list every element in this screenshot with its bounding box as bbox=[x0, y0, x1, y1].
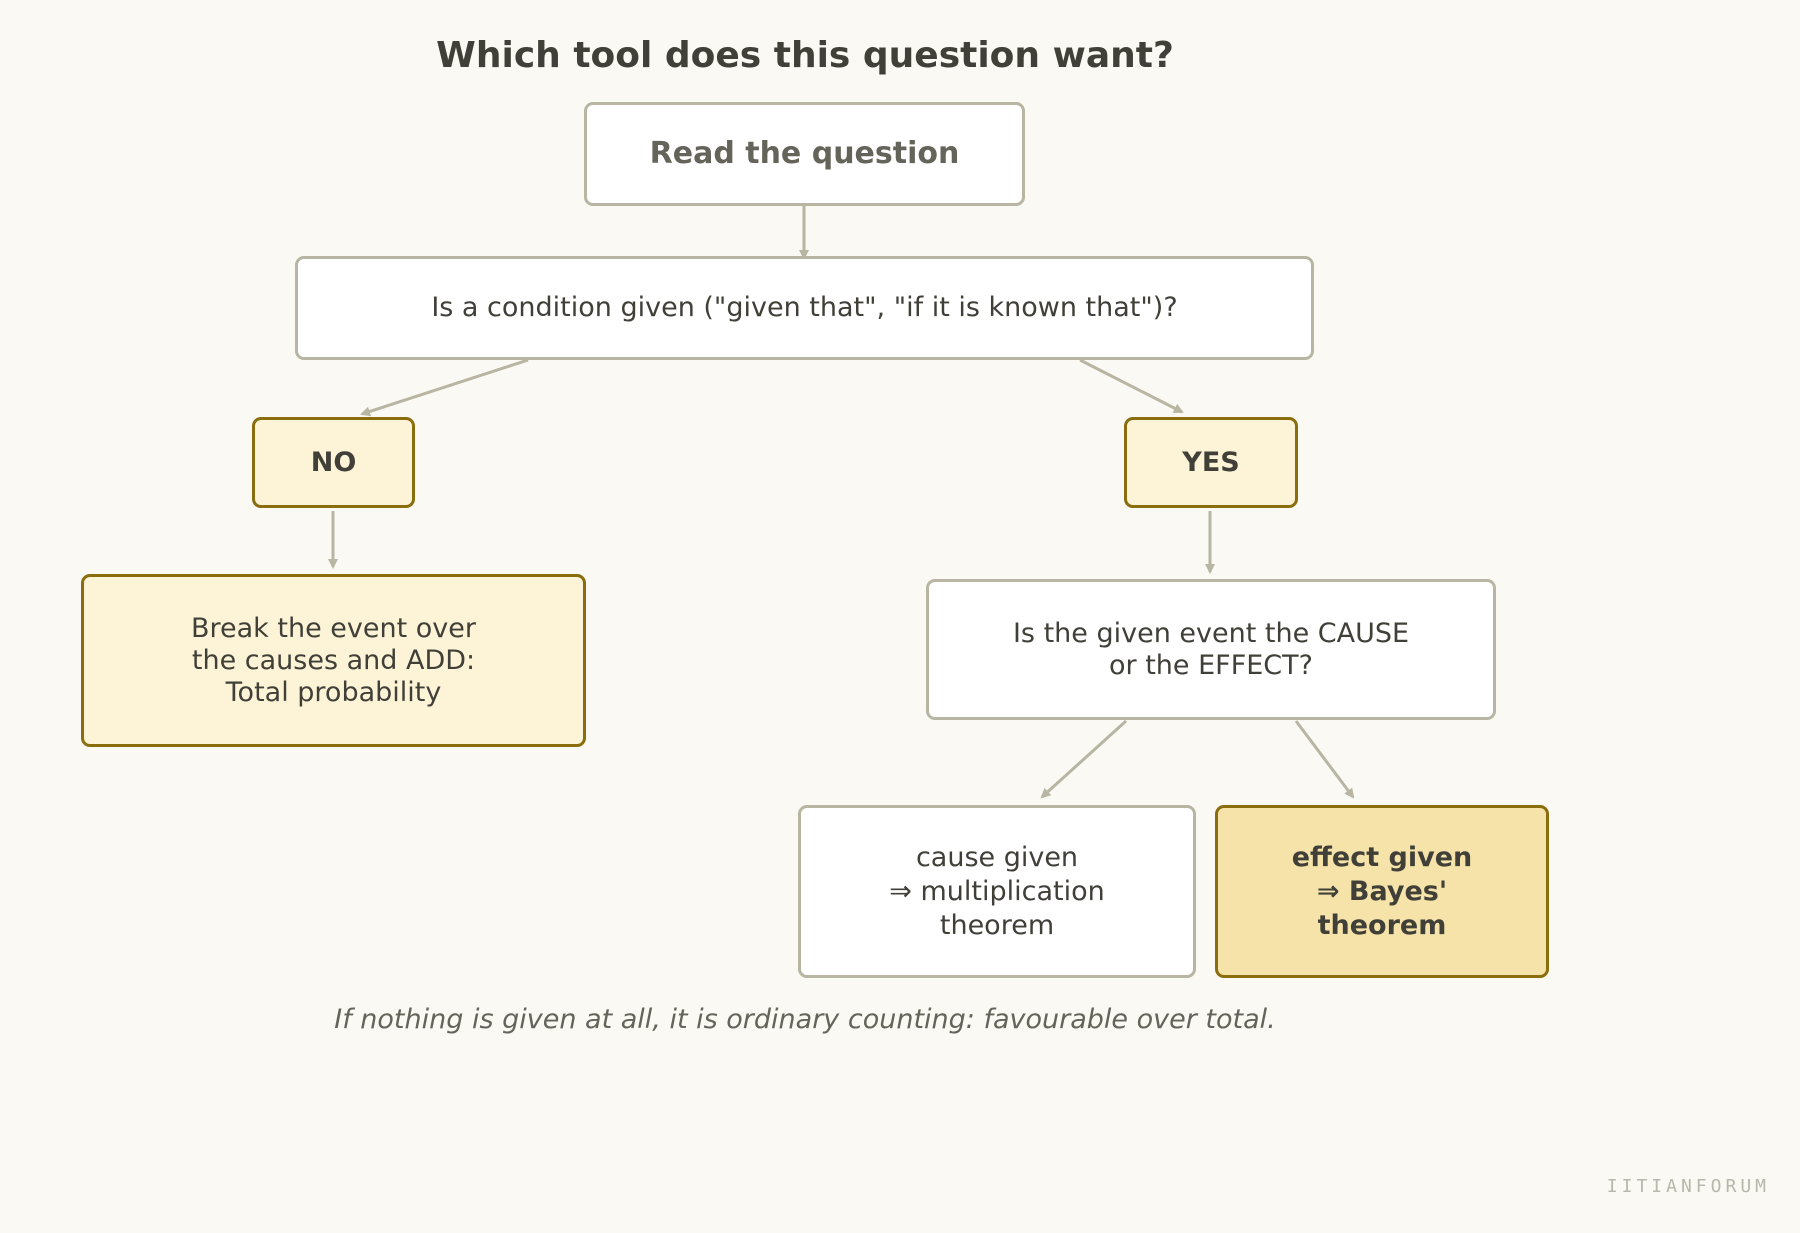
footnote: If nothing is given at all, it is ordina… bbox=[334, 1004, 1276, 1035]
edge-cause-effect-to-multiplication bbox=[1040, 719, 1128, 799]
edge-condition-to-no bbox=[360, 358, 529, 417]
start-node: Read the question bbox=[584, 102, 1025, 206]
condition-question-node: Is a condition given ("given that", "if … bbox=[295, 256, 1314, 360]
multiplication-theorem-node: cause given ⇒ multiplication theorem bbox=[798, 805, 1196, 978]
edge-cause-effect-to-bayes bbox=[1294, 720, 1355, 799]
edge-condition-to-yes bbox=[1079, 358, 1184, 414]
yes-branch-label: YES bbox=[1124, 417, 1298, 508]
no-branch-label: NO bbox=[252, 417, 415, 508]
total-probability-node: Break the event over the causes and ADD:… bbox=[81, 574, 586, 747]
bayes-theorem-node: effect given ⇒ Bayes' theorem bbox=[1215, 805, 1549, 978]
diagram-title: Which tool does this question want? bbox=[436, 35, 1174, 76]
watermark: IITIANFORUM bbox=[1606, 1176, 1770, 1197]
cause-effect-question-node: Is the given event the CAUSE or the EFFE… bbox=[926, 579, 1496, 720]
